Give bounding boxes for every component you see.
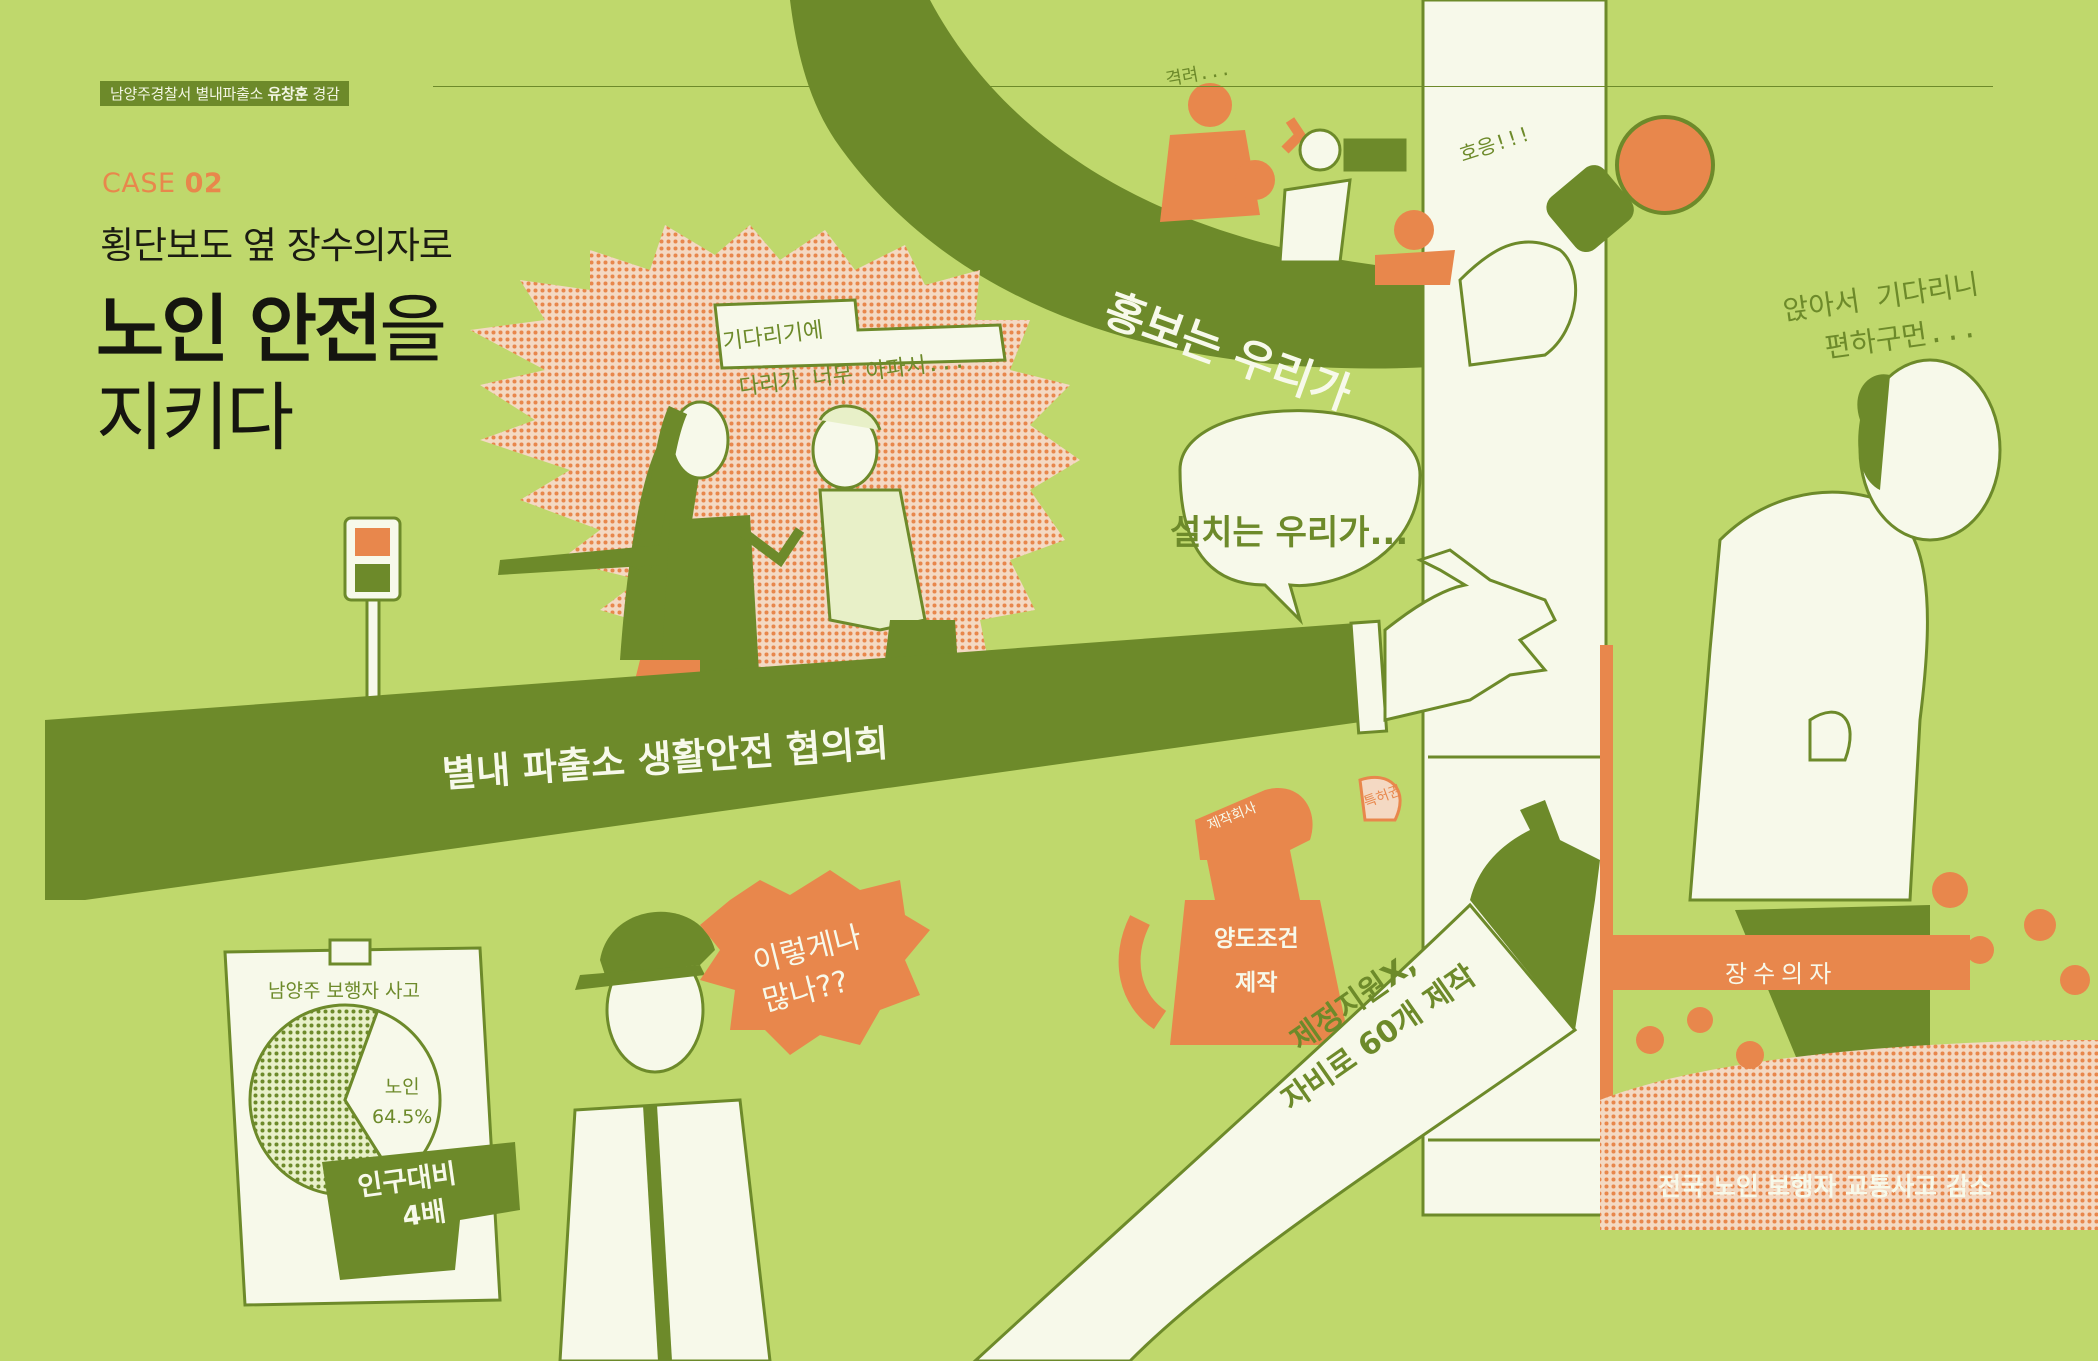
flowers — [1636, 872, 2090, 1069]
longevity-bench — [1600, 645, 2098, 1230]
worker-body-text: 양도조건 제작 — [1214, 917, 1299, 1005]
promotion-band — [790, 0, 1465, 369]
header-tag: 남양주경찰서 별내파출소 유창훈 경감 — [100, 80, 350, 106]
install-speech-text: 설치는 우리가... — [1170, 513, 1409, 553]
title-light: 을 — [379, 287, 447, 373]
author-tag: 남양주경찰서 별내파출소 유창훈 경감 — [100, 80, 350, 106]
traffic-light — [343, 516, 402, 712]
chart-title: 남양주 보행자 사고 — [268, 980, 420, 1002]
camera-operator — [1278, 128, 1407, 264]
funding-hand — [1470, 800, 1600, 1030]
case-text: CASE — [102, 168, 176, 199]
case-label: CASE 02 — [102, 168, 223, 199]
ratio-tag — [322, 1142, 520, 1280]
complaint-speech-box — [713, 298, 1007, 370]
title-bold: 노인 안전 — [96, 287, 382, 373]
cheering-crowd — [1160, 83, 1455, 285]
result-text: 전국 노인 보행자 교통사고 감소 — [1658, 1172, 1992, 1201]
ratio-tag-text: 인구대비 4배 — [355, 1156, 463, 1241]
article-title-line2: 지키다 — [96, 375, 294, 461]
officer-speech-burst — [700, 870, 930, 1055]
pie-chart — [248, 1003, 442, 1197]
bench-label: 장수의자 — [1725, 960, 1838, 988]
microphone — [1546, 165, 1634, 253]
council-hand — [1383, 548, 1557, 722]
pie-slice-value: 64.5% — [372, 1106, 433, 1128]
argument-burst — [470, 225, 1080, 700]
author-affiliation: 남양주경찰서 별내파출소 — [110, 84, 263, 103]
author-name: 유창훈 — [267, 84, 308, 103]
pie-slice-name: 노인 — [384, 1076, 420, 1098]
author-rank: 경감 — [312, 84, 340, 103]
worker-body-line1: 양도조건 — [1214, 926, 1299, 952]
worker-body-line2: 제작 — [1235, 970, 1278, 996]
article-subtitle: 횡단보도 옆 장수의자로 — [100, 224, 453, 267]
header-divider — [433, 86, 1993, 87]
council-band — [45, 622, 1375, 900]
funding-arm — [972, 902, 1578, 1361]
pie-slice-label: 노인 64.5% — [372, 1072, 432, 1132]
article-title-line1: 노인 안전을 — [96, 270, 447, 377]
install-speech-bubble — [1178, 409, 1422, 626]
case-number: 02 — [184, 168, 224, 199]
factory-worker-figure — [1118, 775, 1402, 1045]
police-officer-figure — [558, 911, 772, 1361]
